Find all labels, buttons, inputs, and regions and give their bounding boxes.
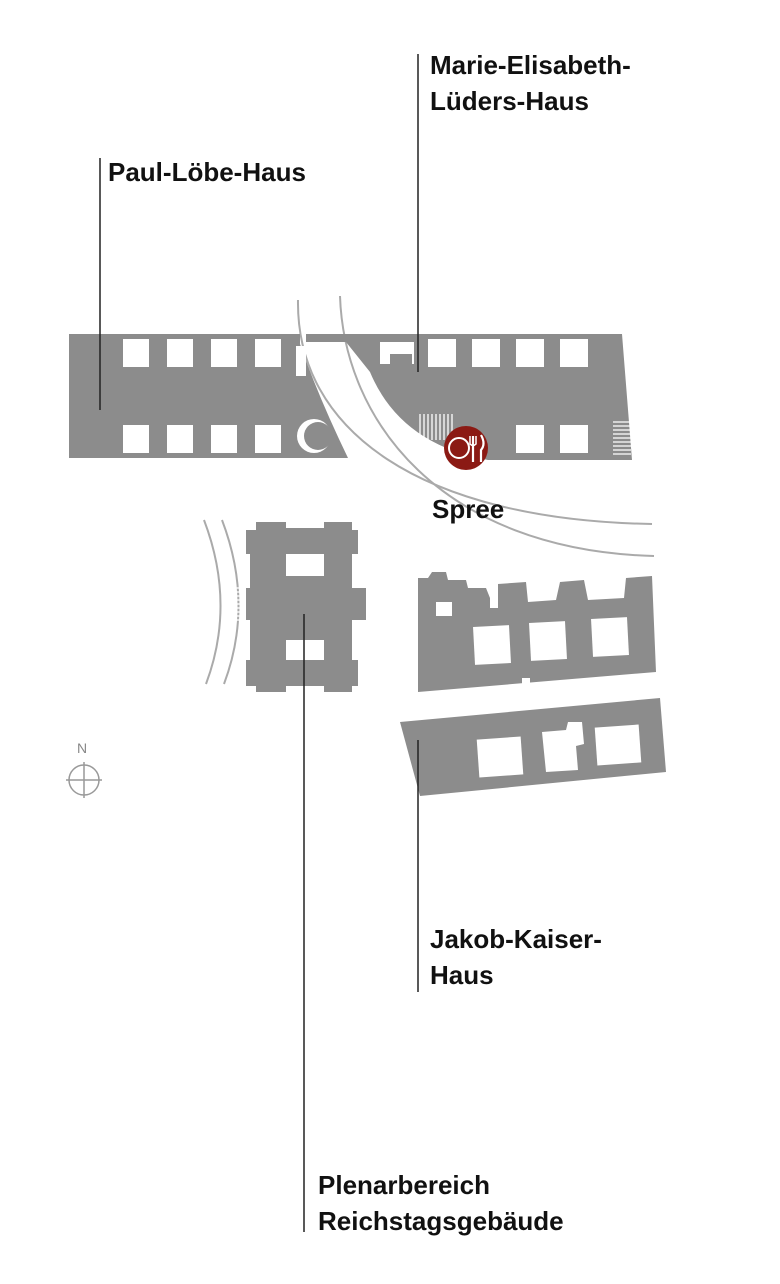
reichstag-building[interactable] <box>230 522 366 692</box>
label-line: Paul-Löbe-Haus <box>108 157 306 187</box>
jakob-kaiser-haus-north-building[interactable] <box>418 572 656 702</box>
label-line: Haus <box>430 960 494 990</box>
leader-lines <box>99 54 419 1232</box>
label-line: Reichstagsgebäude <box>318 1206 564 1236</box>
reichstag-forecourt-arcs <box>203 519 240 685</box>
paul-loebe-haus-building[interactable] <box>69 334 348 458</box>
label-line: Plenarbereich <box>318 1170 490 1200</box>
label-spree: Spree <box>432 491 504 527</box>
label-jakob-kaiser-haus: Jakob-Kaiser- Haus <box>430 921 602 993</box>
compass-icon <box>66 762 102 798</box>
compass-north-label: N <box>77 740 88 756</box>
label-plenarbereich-reichstagsgebaeude: Plenarbereich Reichstagsgebäude <box>318 1167 564 1239</box>
label-line: Lüders-Haus <box>430 86 589 116</box>
label-marie-elisabeth-lueders-haus: Marie-Elisabeth- Lüders-Haus <box>430 47 631 119</box>
jakob-kaiser-haus-south-building[interactable] <box>400 698 666 796</box>
marie-elisabeth-lueders-haus-building[interactable] <box>306 334 632 460</box>
label-line: Spree <box>432 494 505 524</box>
label-line: Marie-Elisabeth- <box>430 50 631 80</box>
restaurant-marker[interactable] <box>444 426 488 470</box>
fork-knife-plate-icon <box>448 434 485 462</box>
label-paul-loebe-haus: Paul-Löbe-Haus <box>108 154 306 190</box>
spree-bank-east <box>339 295 655 557</box>
label-line: Jakob-Kaiser- <box>430 924 602 954</box>
